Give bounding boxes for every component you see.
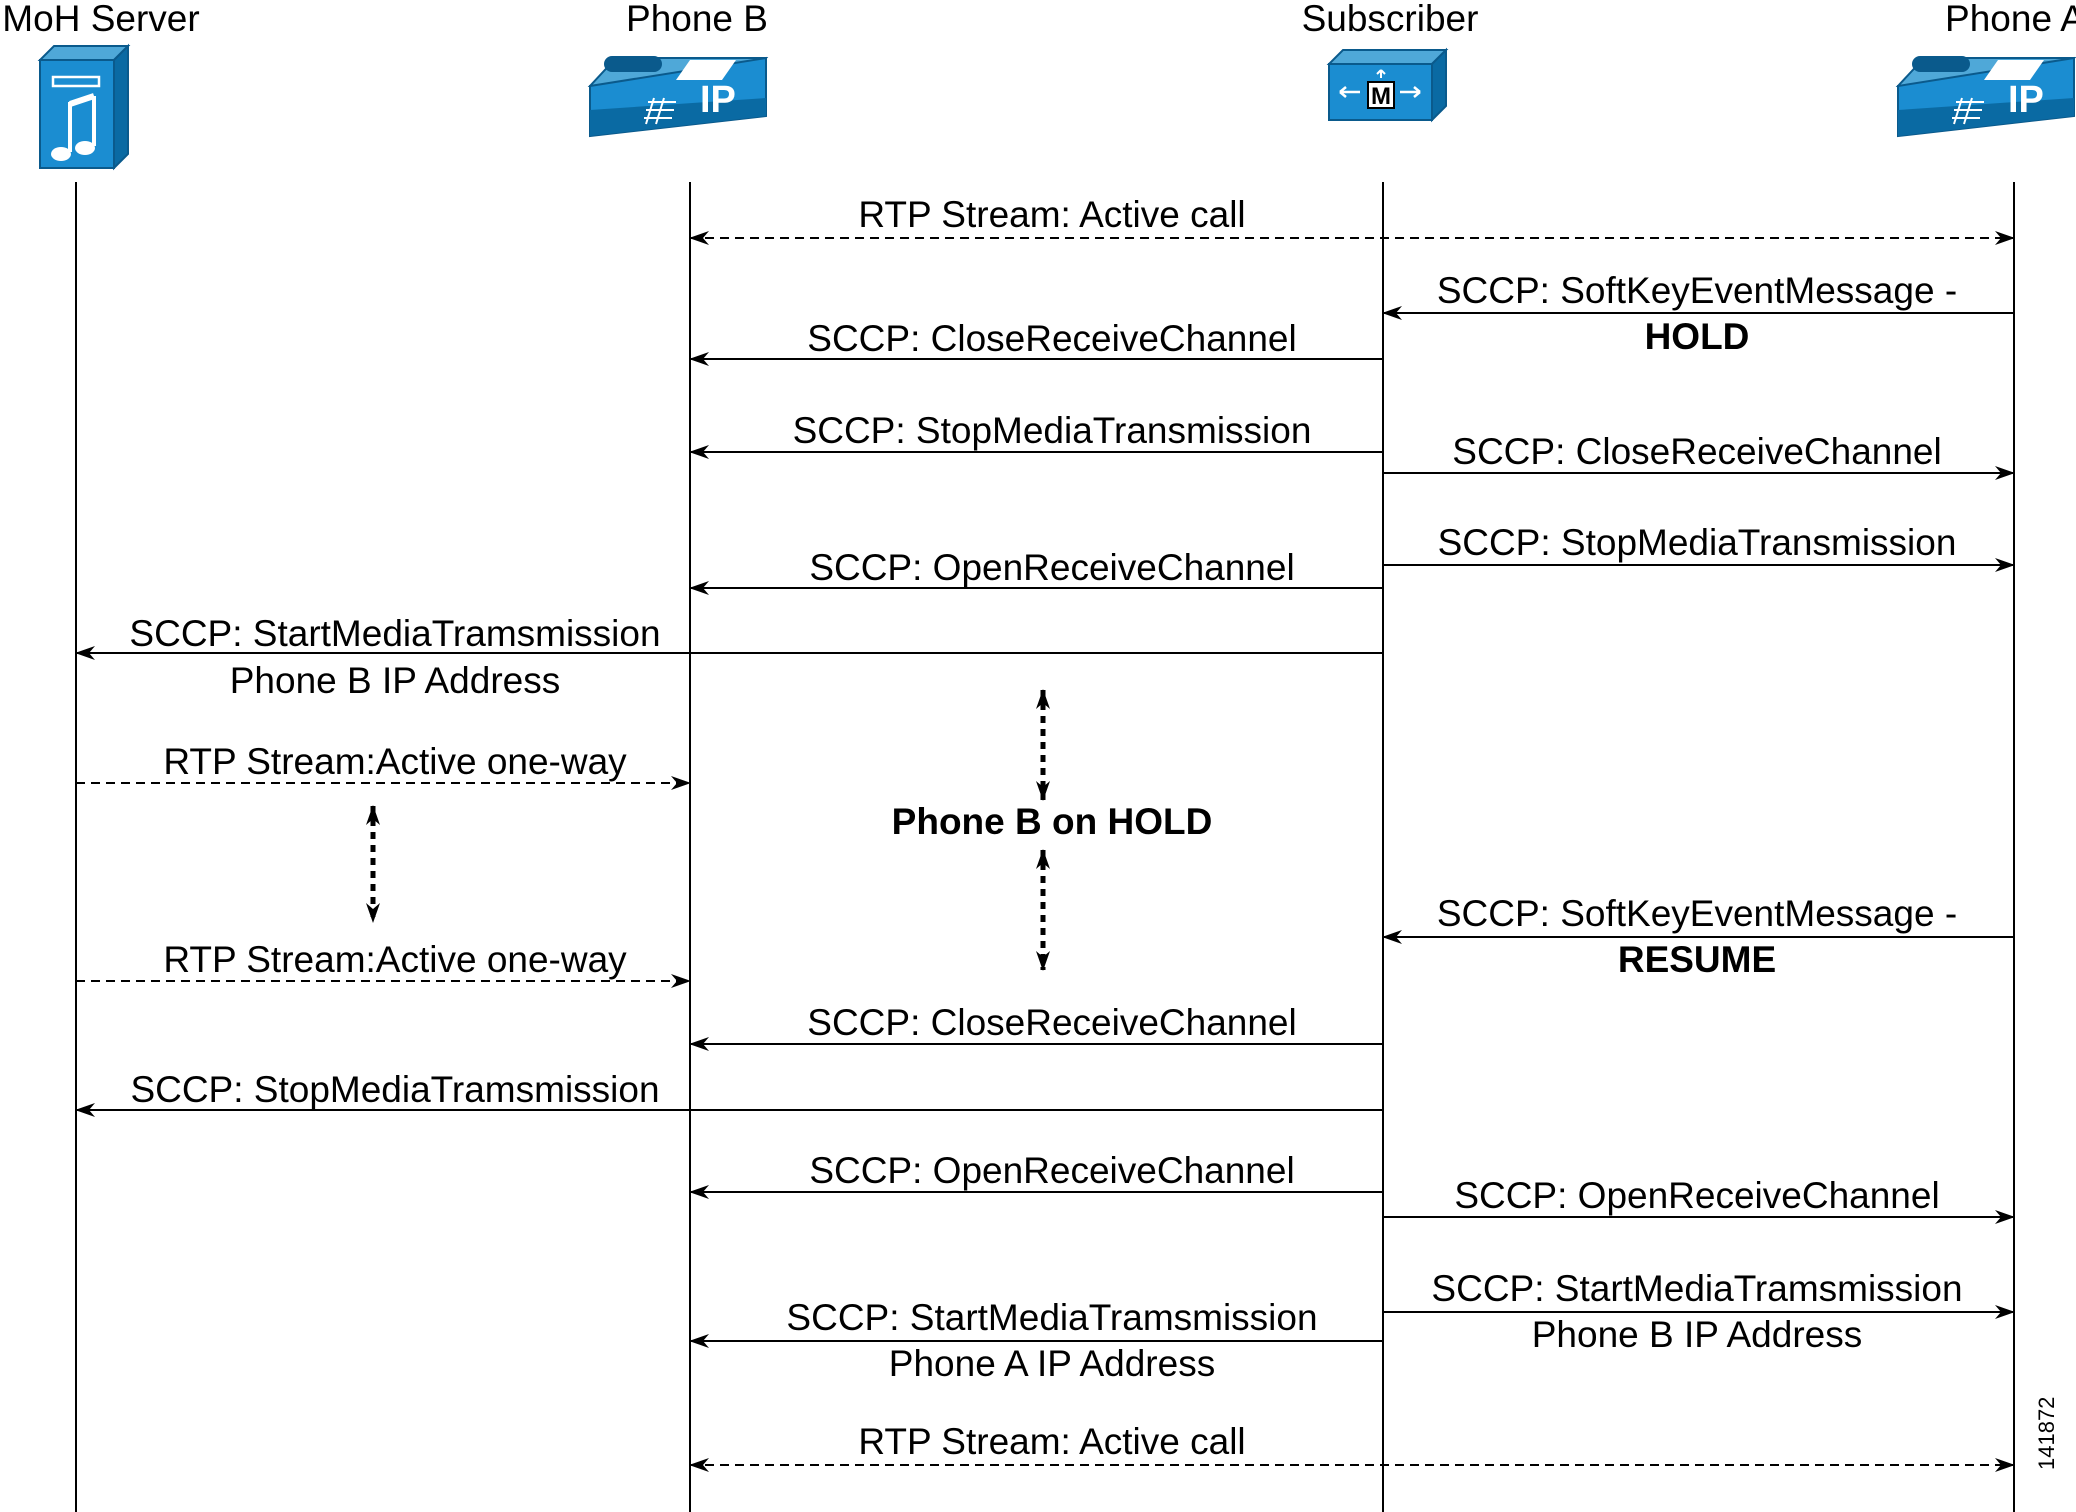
message-label: SCCP: StartMediaTramsmission: [1431, 1268, 1962, 1309]
hold-duration-indicator: [366, 689, 1050, 971]
svg-text:IP: IP: [700, 79, 736, 121]
figure-id: 141872: [2034, 1397, 2059, 1470]
hold-note: Phone B on HOLD: [892, 801, 1213, 842]
message-9: RTP Stream:Active one-way: [76, 939, 691, 988]
message-label: SCCP: StopMediaTramsmission: [130, 1069, 659, 1110]
message-label: RTP Stream:Active one-way: [163, 939, 627, 980]
message-label: SCCP: CloseReceiveChannel: [807, 318, 1296, 359]
message-label: RTP Stream:Active one-way: [163, 741, 627, 782]
message-label-detail: Phone B IP Address: [1532, 1314, 1863, 1355]
call-manager-icon: M: [1326, 47, 1449, 123]
message-label: RTP Stream: Active call: [858, 194, 1245, 235]
svg-text:IP: IP: [2008, 79, 2044, 121]
music-server-icon: [37, 43, 131, 171]
participant-label-moh: MoH Server: [2, 0, 199, 39]
message-4: SCCP: CloseReceiveChannel: [1383, 431, 2015, 480]
message-11: SCCP: CloseReceiveChannel: [689, 1002, 1383, 1051]
message-0: RTP Stream: Active call: [689, 194, 2015, 245]
ip-phone-icon: IP: [587, 56, 769, 138]
message-label: SCCP: StopMediaTransmission: [793, 410, 1312, 451]
message-16: SCCP: StartMediaTramsmission Phone A IP …: [689, 1297, 1383, 1384]
svg-text:M: M: [1371, 83, 1391, 110]
message-label: SCCP: StopMediaTransmission: [1438, 522, 1957, 563]
message-label-detail: Phone B IP Address: [230, 660, 561, 701]
message-3: SCCP: StopMediaTransmission: [689, 410, 1383, 459]
message-1: SCCP: SoftKeyEventMessage - HOLD: [1382, 270, 2014, 357]
message-label: SCCP: OpenReceiveChannel: [809, 1150, 1294, 1191]
message-label-emphasis: RESUME: [1618, 939, 1776, 980]
message-label: RTP Stream: Active call: [858, 1421, 1245, 1462]
message-label: SCCP: SoftKeyEventMessage -: [1437, 893, 1957, 934]
message-label: SCCP: StartMediaTramsmission: [786, 1297, 1317, 1338]
message-14: SCCP: OpenReceiveChannel: [1383, 1175, 2015, 1224]
message-8: RTP Stream:Active one-way: [76, 741, 691, 790]
message-15: SCCP: StartMediaTramsmission Phone B IP …: [1383, 1268, 2015, 1355]
participant-label-phone-b: Phone B: [626, 0, 768, 39]
message-10: SCCP: SoftKeyEventMessage - RESUME: [1382, 893, 2014, 980]
message-label: SCCP: CloseReceiveChannel: [807, 1002, 1296, 1043]
message-label: SCCP: SoftKeyEventMessage -: [1437, 270, 1957, 311]
message-2: SCCP: CloseReceiveChannel: [689, 318, 1383, 366]
message-label-detail: Phone A IP Address: [889, 1343, 1215, 1384]
message-17: RTP Stream: Active call: [689, 1421, 2015, 1472]
message-label: SCCP: OpenReceiveChannel: [809, 547, 1294, 588]
message-13: SCCP: OpenReceiveChannel: [689, 1150, 1383, 1199]
message-label: SCCP: StartMediaTramsmission: [129, 613, 660, 654]
ip-phone-icon: IP: [1895, 56, 2076, 138]
message-6: SCCP: OpenReceiveChannel: [689, 547, 1383, 595]
message-label: SCCP: OpenReceiveChannel: [1454, 1175, 1939, 1216]
message-5: SCCP: StopMediaTransmission: [1383, 522, 2015, 572]
participant-label-phone-a: Phone A: [1945, 0, 2076, 39]
participant-label-subscriber: Subscriber: [1302, 0, 1479, 39]
message-7: SCCP: StartMediaTramsmission Phone B IP …: [75, 613, 1383, 701]
message-label-emphasis: HOLD: [1645, 316, 1750, 357]
message-label: SCCP: CloseReceiveChannel: [1452, 431, 1941, 472]
message-12: SCCP: StopMediaTramsmission: [75, 1069, 1383, 1117]
